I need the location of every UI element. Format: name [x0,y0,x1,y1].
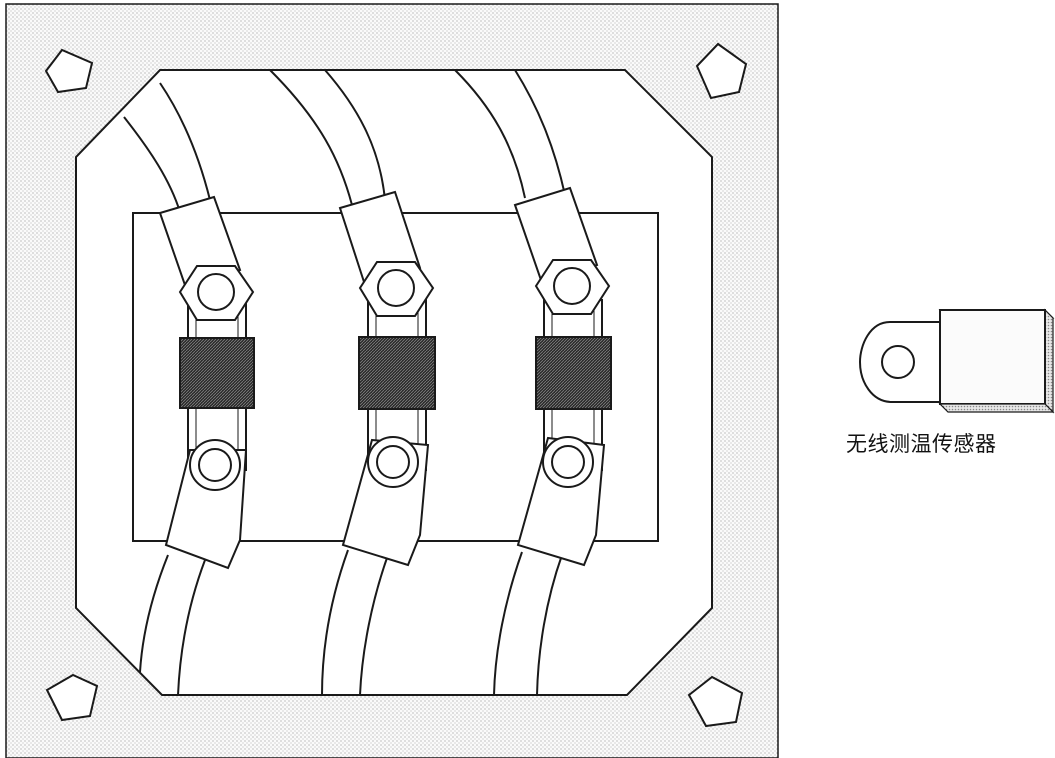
wireless-temp-sensor-2 [358,336,436,410]
legend-sensor-hole [881,345,915,379]
bolt-head-1 [197,273,235,311]
terminal-1 [158,195,255,570]
lower-cables [139,549,563,696]
bolt-top-right [695,42,748,100]
legend-sensor-body [939,309,1046,405]
wireless-temp-sensor-1 [179,337,255,409]
legend-sensor-side-face [1044,308,1054,414]
wireless-temp-sensor-3 [535,336,612,410]
legend-sensor-label: 无线测温传感器 [846,432,997,456]
terminal-3 [513,186,612,567]
bolt-head-3 [553,267,591,305]
bolt-bottom-right [687,675,744,728]
upper-cables [123,69,566,213]
terminal-2 [338,190,436,567]
bolt-head-2 [377,269,415,307]
legend-sensor-illustration [858,308,1055,414]
bolt-top-left [44,48,94,94]
legend-sensor-bottom-face [938,403,1055,413]
bolt-bottom-left [45,673,99,722]
